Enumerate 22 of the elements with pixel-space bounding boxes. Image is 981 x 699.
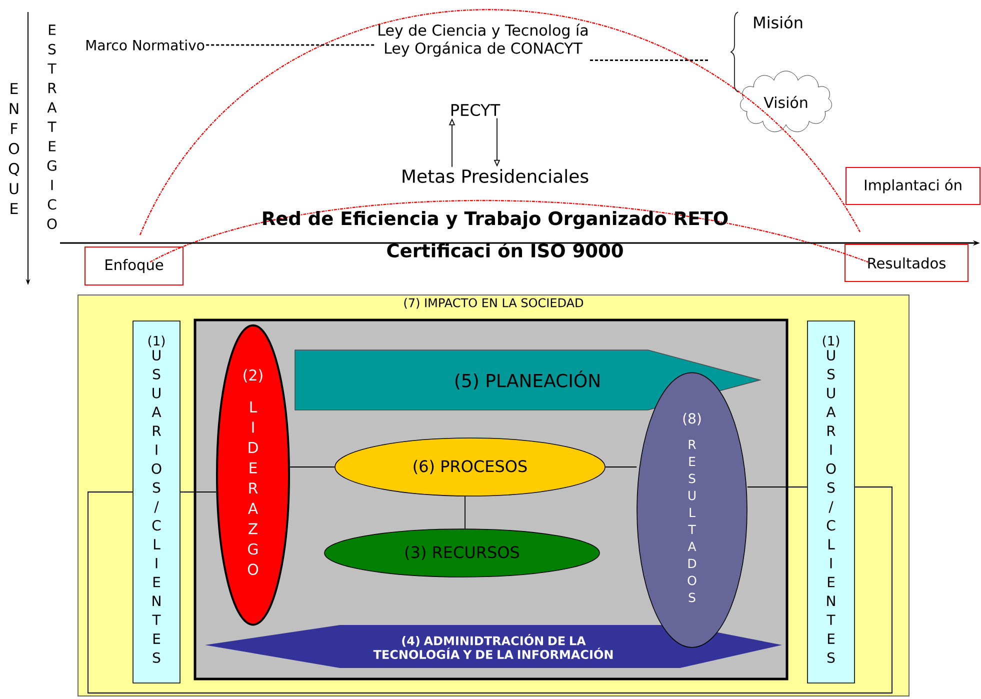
vertical-box: (1) USUARIOS/CLIENTES [132, 320, 180, 684]
label-text: PECYT [451, 104, 500, 116]
label-text: Certificaci ón ISO 9000 [387, 242, 623, 258]
label-text: Metas Presidenciales [402, 169, 588, 183]
label-text: Ley de Ciencia y Tecnolog ía Ley Orgánica de CONACYT [378, 24, 588, 57]
connector-line [604, 466, 638, 468]
label-box: Enfoque [84, 246, 184, 286]
connector-line [290, 466, 336, 468]
connector-line [88, 486, 892, 694]
leader-line [206, 44, 376, 46]
label-text: Misión [754, 16, 802, 28]
hexagon-banner: (4) ADMINIDTRACIÓN DE LA TECNOLOGÍA Y DE LA INFORMACIÓN [205, 625, 782, 668]
label-text: Marco Normativo [86, 40, 204, 50]
arrow-banner: (5) PLANEACIÓN [294, 350, 762, 410]
vertical-label: ENFOQUE [8, 83, 20, 214]
vertical-box: (1) USUARIOS/CLIENTES [807, 320, 855, 684]
label-box: Resultados [844, 244, 968, 282]
leader-line [590, 59, 708, 61]
connector-line [746, 486, 808, 488]
label-box: Implantaci ón [846, 167, 981, 205]
vertical-label: ESTRATEGICO [47, 24, 57, 230]
connector-line [464, 496, 466, 530]
